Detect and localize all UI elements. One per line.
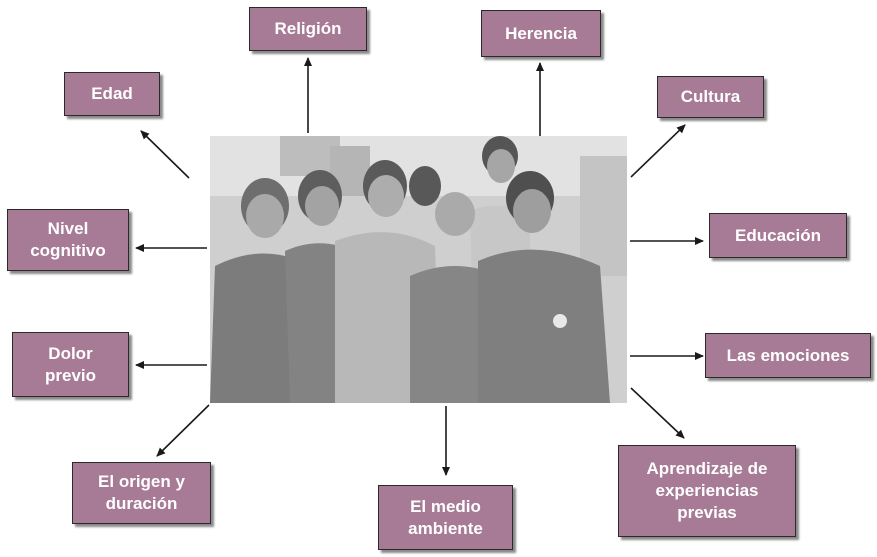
factor-educacion: Educación [709, 213, 847, 258]
factor-medio-ambiente: El medio ambiente [378, 485, 513, 550]
factor-origen-duracion: El origen y duración [72, 462, 211, 524]
factor-herencia: Herencia [481, 10, 601, 57]
factor-aprendizaje: Aprendizaje de experiencias previas [618, 445, 796, 537]
arrow-to-edad [140, 130, 190, 179]
center-photo [210, 136, 627, 403]
factor-edad: Edad [64, 72, 160, 116]
factor-nivel-cognitivo: Nivel cognitivo [7, 209, 129, 271]
arrow-to-cultura [630, 124, 686, 178]
factor-emociones: Las emociones [705, 333, 871, 378]
factor-dolor-previo: Dolor previo [12, 332, 129, 397]
factor-cultura: Cultura [657, 76, 764, 118]
arrow-to-origen [156, 404, 210, 457]
arrow-to-aprendizaje [630, 387, 685, 439]
factor-religion: Religión [249, 7, 367, 51]
